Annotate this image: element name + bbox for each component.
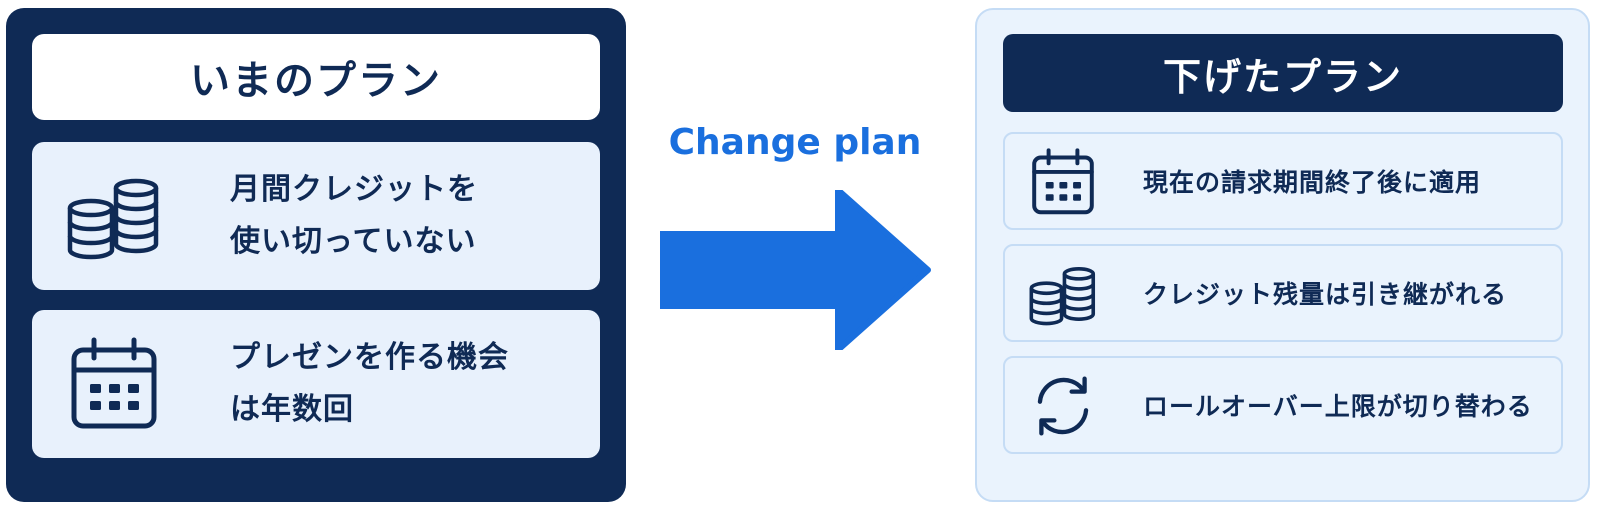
current-plan-item-line: プレゼンを作る機会 — [230, 340, 509, 375]
downgraded-plan-title: 下げたプラン — [1003, 34, 1563, 112]
current-plan-item-presentations: プレゼンを作る機会 は年数回 — [32, 310, 600, 458]
right-arrow-icon — [660, 190, 931, 350]
current-plan-item-credits: 月間クレジットを 使い切っていない — [32, 142, 600, 290]
calendar-icon — [1032, 148, 1094, 215]
current-plan-item-line: 月間クレジットを — [230, 172, 478, 207]
change-plan-label: Change plan — [668, 122, 922, 163]
coins-icon — [67, 178, 159, 260]
downgraded-plan-item-rollover: ロールオーバー上限が切り替わる — [1003, 356, 1563, 454]
downgraded-plan-item-label: 現在の請求期間終了後に適用 — [1143, 168, 1482, 197]
refresh-icon — [1037, 376, 1089, 436]
downgraded-plan-panel: 下げたプラン 現在の請求期間終了後に適用 — [975, 8, 1590, 502]
current-plan-panel: いまのプラン 月間クレジットを 使い — [6, 8, 626, 502]
downgraded-plan-item-label: ロールオーバー上限が切り替わる — [1143, 392, 1533, 421]
current-plan-item-text: プレゼンを作る機会 は年数回 — [230, 310, 509, 458]
calendar-icon — [71, 337, 157, 429]
coins-icon — [1029, 267, 1096, 326]
downgraded-plan-item-label: クレジット残量は引き継がれる — [1143, 280, 1508, 309]
current-plan-item-line: は年数回 — [230, 392, 354, 427]
downgraded-plan-item-credits: クレジット残量は引き継がれる — [1003, 244, 1563, 342]
current-plan-title: いまのプラン — [32, 34, 600, 120]
downgraded-plan-item-timing: 現在の請求期間終了後に適用 — [1003, 132, 1563, 230]
current-plan-item-text: 月間クレジットを 使い切っていない — [230, 142, 478, 290]
current-plan-item-line: 使い切っていない — [230, 224, 477, 259]
